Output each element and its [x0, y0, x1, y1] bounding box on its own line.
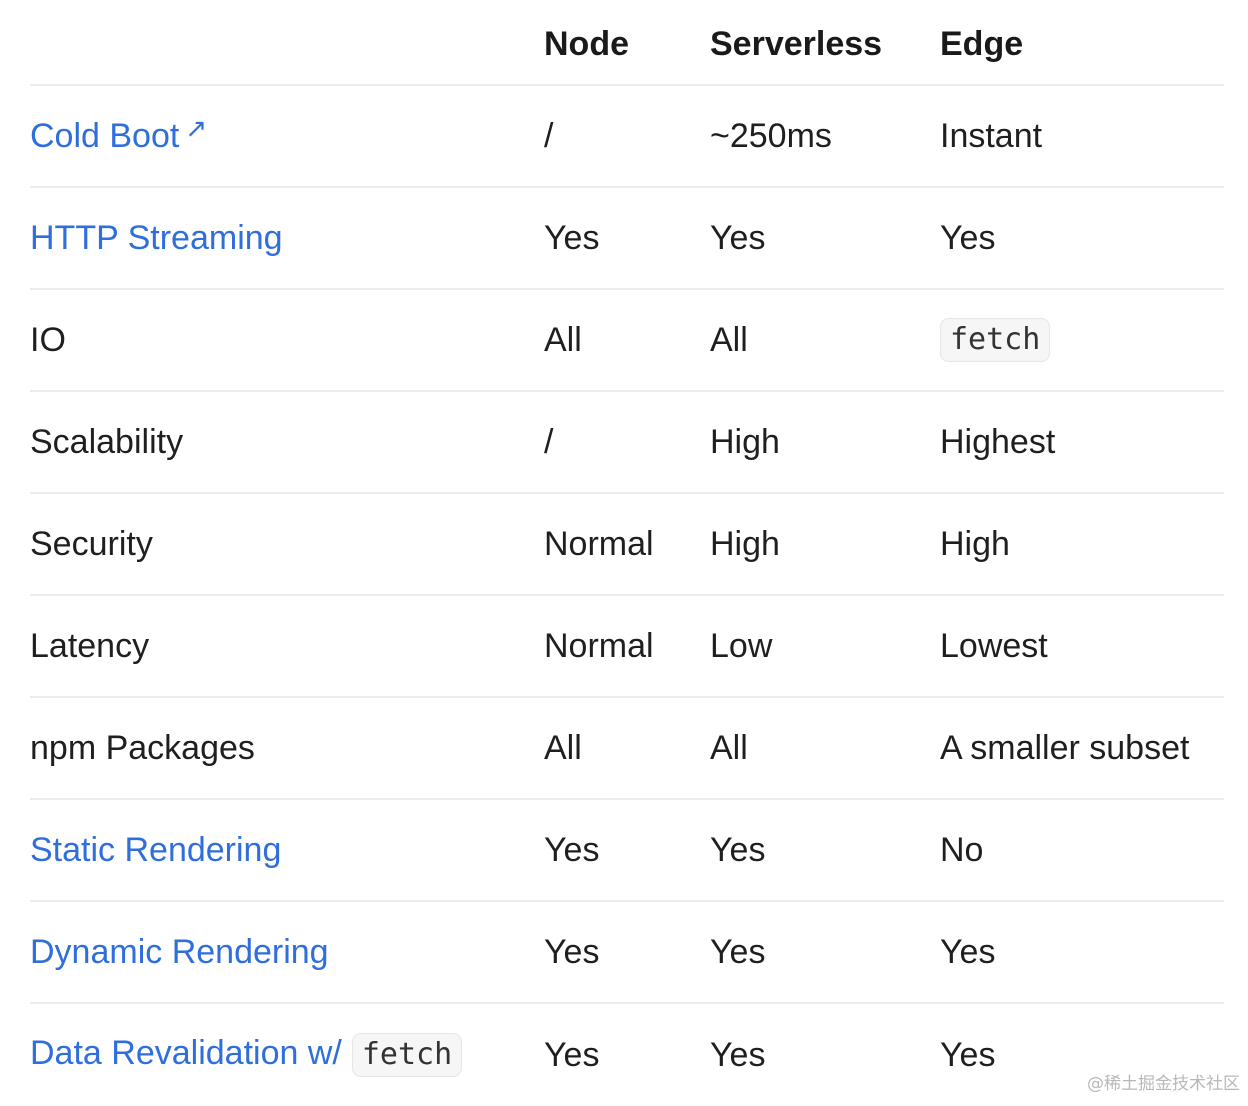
edge-value: Highest — [940, 423, 1056, 461]
edge-value: Instant — [940, 117, 1043, 155]
edge-value: Lowest — [940, 627, 1048, 665]
serverless-value: High — [710, 423, 780, 461]
row-label: Static Rendering — [30, 833, 544, 867]
serverless-value: Low — [710, 627, 773, 665]
row-label: HTTP Streaming — [30, 221, 544, 255]
serverless-value: ~250ms — [710, 117, 832, 155]
row-label: Dynamic Rendering — [30, 935, 544, 969]
header-empty — [30, 40, 544, 44]
serverless-value: Yes — [710, 831, 766, 869]
row-label: Latency — [30, 627, 150, 665]
edge-value: Yes — [940, 1036, 996, 1074]
table-row: IO All All fetch — [30, 290, 1224, 392]
data-revalidation-link[interactable]: Data Revalidation w/fetch — [30, 1033, 463, 1077]
table-row: npm Packages All All A smaller subset — [30, 698, 1224, 800]
cold-boot-label: Cold Boot — [30, 117, 180, 155]
node-value: Yes — [544, 219, 600, 257]
fetch-code: fetch — [351, 1033, 463, 1077]
edge-value: Yes — [940, 933, 996, 971]
node-value: Normal — [544, 627, 654, 665]
external-link-icon: ↗ — [185, 113, 208, 143]
node-value: / — [544, 117, 554, 155]
edge-value: A smaller subset — [940, 729, 1190, 767]
table-row: Cold Boot↗ / ~250ms Instant — [30, 86, 1224, 188]
table-row: Dynamic Rendering Yes Yes Yes — [30, 902, 1224, 1004]
row-label: Data Revalidation w/fetch — [30, 1033, 544, 1077]
node-value: Yes — [544, 831, 600, 869]
edge-value: No — [940, 831, 984, 869]
table-row: Scalability / High Highest — [30, 392, 1224, 494]
table-row: Security Normal High High — [30, 494, 1224, 596]
table-row: Latency Normal Low Lowest — [30, 596, 1224, 698]
data-revalidation-label: Data Revalidation w/ — [30, 1033, 342, 1072]
edge-value: fetch — [940, 318, 1224, 362]
static-rendering-link[interactable]: Static Rendering — [30, 831, 282, 869]
table-header-row: Node Serverless Edge — [30, 0, 1224, 86]
node-value: All — [544, 321, 582, 359]
serverless-value: High — [710, 525, 780, 563]
node-value: Yes — [544, 1036, 600, 1074]
node-value: All — [544, 729, 582, 767]
table-row: HTTP Streaming Yes Yes Yes — [30, 188, 1224, 290]
node-value: Normal — [544, 525, 654, 563]
node-value: / — [544, 423, 554, 461]
table-row: Data Revalidation w/fetch Yes Yes Yes — [30, 1004, 1224, 1106]
serverless-value: All — [710, 321, 748, 359]
fetch-code: fetch — [940, 318, 1051, 362]
row-label: npm Packages — [30, 729, 255, 767]
edge-value: Yes — [940, 219, 996, 257]
serverless-value: Yes — [710, 219, 766, 257]
row-label: Security — [30, 525, 153, 563]
row-label: Cold Boot↗ — [30, 113, 544, 155]
http-streaming-link[interactable]: HTTP Streaming — [30, 219, 283, 257]
serverless-value: Yes — [710, 933, 766, 971]
row-label: Scalability — [30, 423, 184, 461]
row-label: IO — [30, 321, 66, 359]
edge-value: High — [940, 525, 1010, 563]
cold-boot-link[interactable]: Cold Boot↗ — [30, 113, 208, 155]
serverless-value: Yes — [710, 1036, 766, 1074]
dynamic-rendering-link[interactable]: Dynamic Rendering — [30, 933, 329, 971]
header-edge: Edge — [940, 25, 1024, 63]
header-serverless: Serverless — [710, 25, 883, 63]
comparison-table: Node Serverless Edge Cold Boot↗ / ~250ms… — [30, 0, 1224, 1106]
node-value: Yes — [544, 933, 600, 971]
header-node: Node — [544, 25, 629, 63]
table-row: Static Rendering Yes Yes No — [30, 800, 1224, 902]
watermark: @稀土掘金技术社区 — [1087, 1074, 1240, 1094]
serverless-value: All — [710, 729, 748, 767]
